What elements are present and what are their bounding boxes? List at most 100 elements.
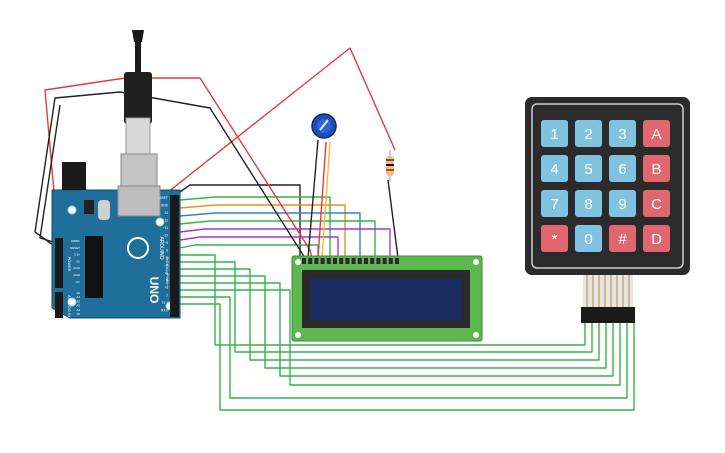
wire-red-pot bbox=[317, 141, 327, 259]
lcd-pin bbox=[333, 258, 337, 264]
key-9[interactable]: 9 bbox=[609, 190, 636, 217]
key-label: 4 bbox=[550, 161, 558, 178]
key-label: 1 bbox=[550, 126, 558, 143]
key-B[interactable]: B bbox=[643, 155, 670, 182]
pin-label: 13 bbox=[164, 211, 168, 215]
key-label: 0 bbox=[584, 231, 592, 248]
lcd-16x2-module[interactable] bbox=[291, 255, 483, 342]
lcd-pin bbox=[345, 258, 350, 264]
pin-label: GND bbox=[73, 273, 81, 277]
digital-header-label: DIGITAL (PWM~) bbox=[165, 257, 170, 289]
lcd-pin bbox=[376, 258, 381, 264]
arduino-model: UNO bbox=[147, 277, 161, 304]
wires bbox=[34, 47, 635, 411]
wire-black-res bbox=[387, 179, 399, 259]
pin-label: ~11 bbox=[163, 226, 168, 230]
lcd-pin bbox=[370, 258, 375, 264]
key-label: B bbox=[651, 161, 661, 178]
pin-label: IOREF bbox=[71, 239, 80, 243]
pin-label: A1 bbox=[76, 295, 80, 299]
pin-label: GND bbox=[161, 204, 169, 208]
key-label: 8 bbox=[584, 196, 592, 213]
analog-header bbox=[55, 292, 63, 318]
lcd-data-wires bbox=[179, 184, 391, 258]
pin-label: 3.3V bbox=[74, 253, 80, 257]
resistor[interactable] bbox=[386, 150, 394, 182]
lcd-pin bbox=[308, 258, 313, 264]
pin-label: Vin bbox=[76, 280, 81, 284]
lcd-screen bbox=[310, 278, 462, 320]
lcd-pin bbox=[388, 258, 393, 264]
key-4[interactable]: 4 bbox=[541, 155, 568, 182]
pin-label: GND bbox=[73, 266, 81, 270]
pin-label: ~9 bbox=[164, 241, 168, 245]
lcd-pin bbox=[395, 258, 399, 264]
key-A[interactable]: A bbox=[643, 120, 670, 147]
power-header-label: POWER bbox=[67, 256, 72, 271]
key-*[interactable]: * bbox=[541, 225, 568, 252]
key-2[interactable]: 2 bbox=[575, 120, 602, 147]
pin-label: AREF bbox=[159, 196, 168, 200]
lcd-pin bbox=[302, 258, 306, 264]
key-label: D bbox=[651, 231, 662, 248]
key-7[interactable]: 7 bbox=[541, 190, 568, 217]
key-#[interactable]: # bbox=[609, 225, 636, 252]
pin-label: ~3 bbox=[164, 286, 168, 290]
wire-yellow-pot bbox=[321, 141, 331, 259]
key-label: 7 bbox=[550, 196, 558, 213]
keypad-ribbon bbox=[583, 273, 633, 309]
arduino-uno-board[interactable]: ARDUINO UNO DIGITAL (PWM~) POWER ANALOG … bbox=[51, 162, 181, 319]
pin-label: A2 bbox=[76, 299, 80, 303]
key-label: # bbox=[618, 231, 627, 248]
power-jack bbox=[62, 162, 86, 190]
lcd-pin bbox=[339, 258, 344, 264]
key-C[interactable]: C bbox=[643, 190, 670, 217]
lcd-pin bbox=[351, 258, 356, 264]
pin-label: 8 bbox=[166, 249, 168, 253]
key-label: A bbox=[651, 126, 661, 143]
digital-header bbox=[170, 195, 179, 317]
key-6[interactable]: 6 bbox=[609, 155, 636, 182]
pin-label: ~10 bbox=[163, 234, 169, 238]
pin-label: A5 bbox=[76, 312, 80, 316]
pin-label: 12 bbox=[164, 219, 168, 223]
key-label: 3 bbox=[618, 126, 626, 143]
potentiometer[interactable] bbox=[311, 113, 337, 139]
key-1[interactable]: 1 bbox=[541, 120, 568, 147]
microcontroller-chip bbox=[85, 236, 103, 298]
lcd-pin bbox=[326, 258, 331, 264]
key-label: 5 bbox=[584, 161, 592, 178]
key-0[interactable]: 0 bbox=[575, 225, 602, 252]
analog-header-label: ANALOG IN bbox=[67, 295, 72, 317]
key-8[interactable]: 8 bbox=[575, 190, 602, 217]
key-D[interactable]: D bbox=[643, 225, 670, 252]
pin-label: ~6 bbox=[164, 264, 168, 268]
key-label: 2 bbox=[584, 126, 592, 143]
pin-label: 4 bbox=[166, 279, 168, 283]
keypad-wires bbox=[180, 254, 635, 411]
lcd-pin bbox=[382, 258, 387, 264]
key-label: * bbox=[552, 231, 558, 248]
keypad-connector bbox=[581, 307, 635, 323]
key-3[interactable]: 3 bbox=[609, 120, 636, 147]
lcd-pin bbox=[364, 258, 368, 264]
key-label: 6 bbox=[618, 161, 626, 178]
lcd-pin bbox=[314, 258, 319, 264]
power-header bbox=[55, 238, 63, 288]
wire-red-5v bbox=[44, 77, 313, 261]
pin-label: RX 0 bbox=[161, 309, 168, 313]
pin-label: 7 bbox=[166, 256, 168, 260]
pin-label: 5V bbox=[76, 259, 80, 263]
lcd-pin bbox=[320, 258, 325, 264]
pin-label: A4 bbox=[76, 308, 80, 312]
pin-label: A0 bbox=[76, 291, 80, 295]
arduino-brand: ARDUINO bbox=[158, 236, 164, 259]
lcd-pin-header bbox=[302, 258, 399, 264]
usb-cable bbox=[120, 30, 158, 189]
key-5[interactable]: 5 bbox=[575, 155, 602, 182]
